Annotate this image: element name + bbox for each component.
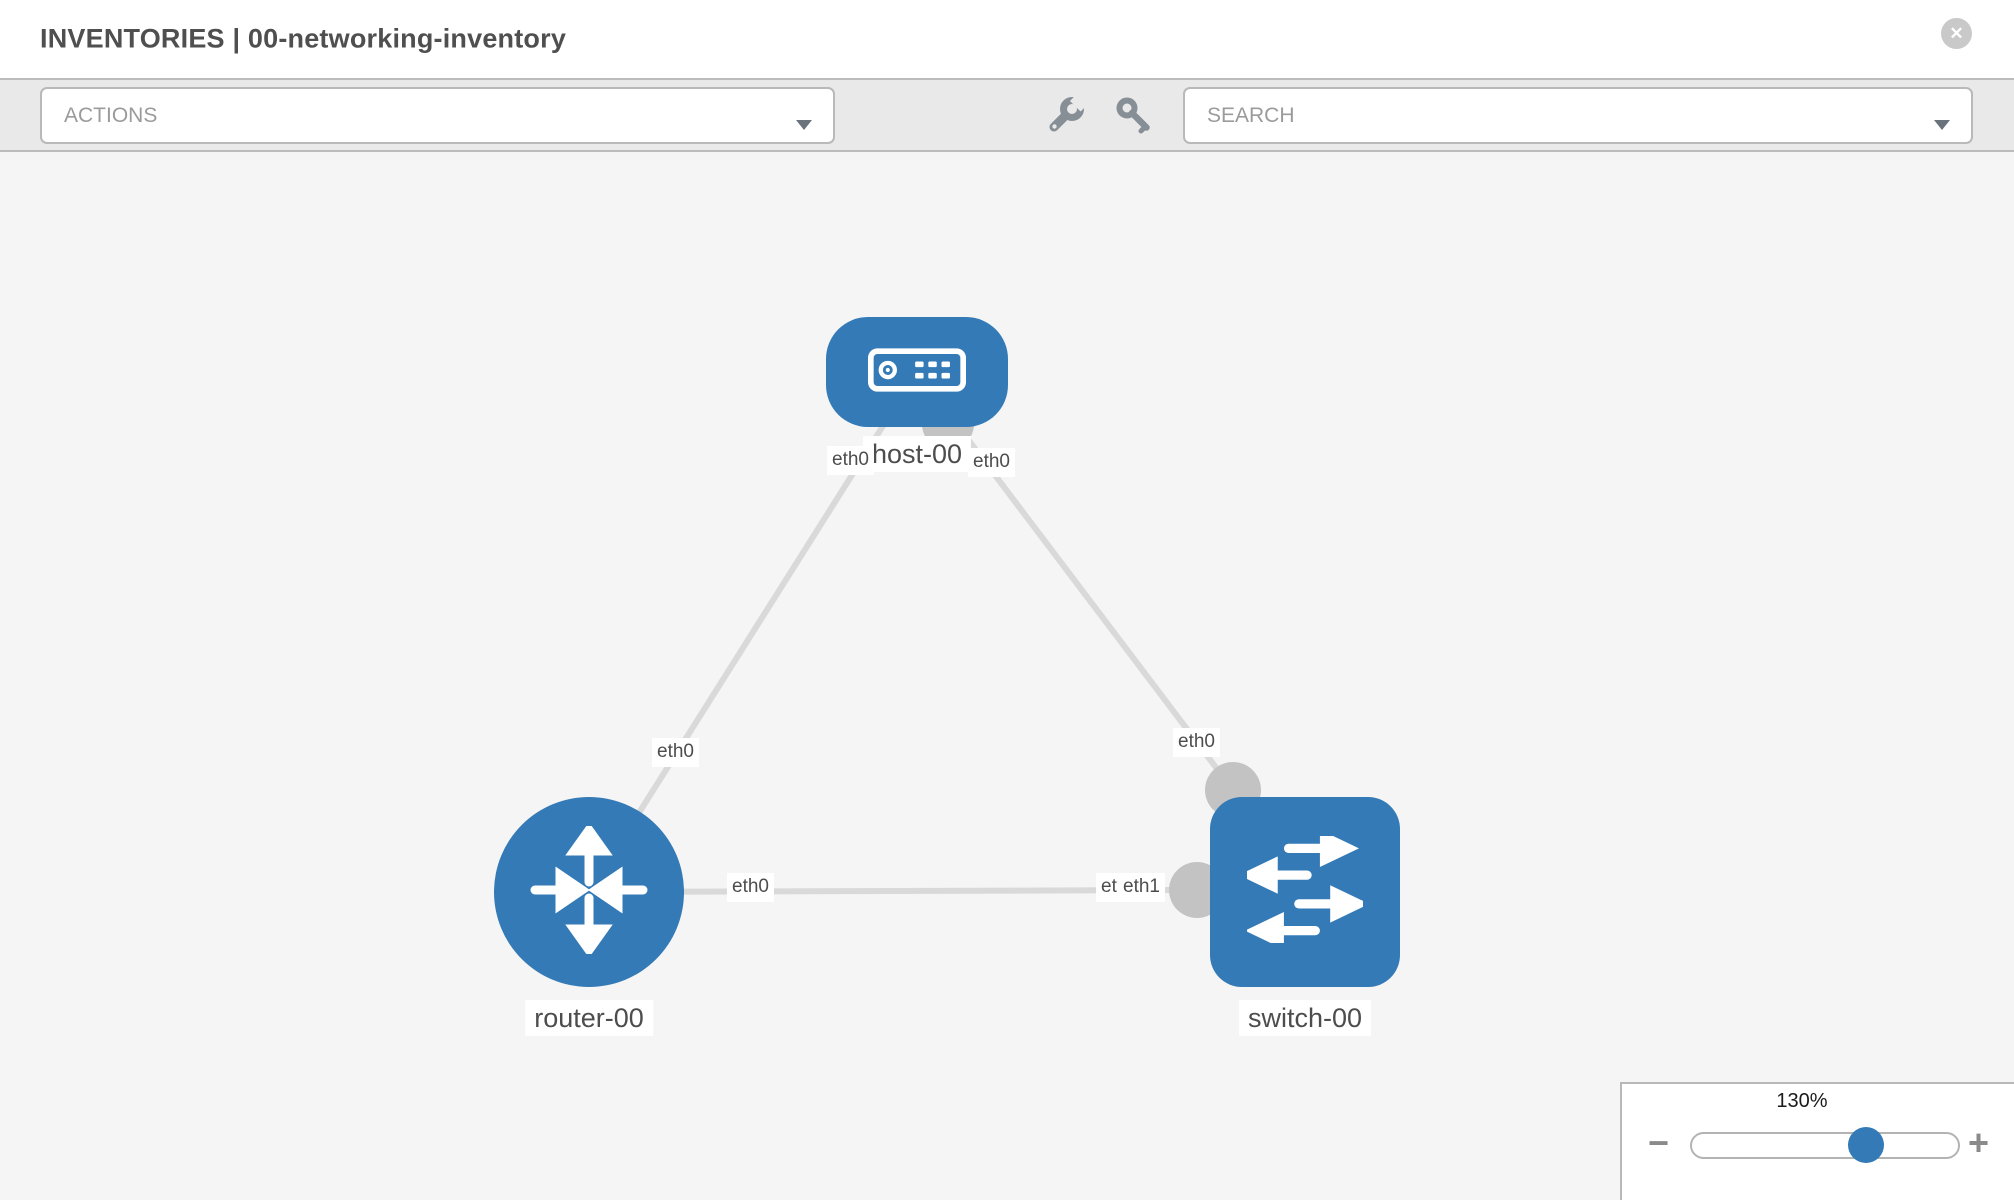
wrench-icon[interactable] <box>1046 92 1090 134</box>
switch-arrows-icon <box>1238 829 1370 950</box>
node-router-00[interactable] <box>494 797 684 987</box>
node-label-switch: switch-00 <box>1238 1000 1372 1037</box>
router-arrows-icon <box>525 821 653 959</box>
toolbar: ACTIONS SEARCH <box>0 78 2014 152</box>
interface-label: eth0 <box>827 446 874 475</box>
node-label-router: router-00 <box>525 1000 653 1037</box>
search-dropdown[interactable]: SEARCH <box>1183 87 1973 144</box>
topology-canvas[interactable]: host-00 router-00 switch-00 eth0 eth0 et… <box>0 152 2014 1200</box>
links-layer <box>586 370 1261 921</box>
interface-label: eth0 <box>1173 728 1220 757</box>
zoom-control-panel: 130% − + <box>1620 1082 2014 1200</box>
node-label-host: host-00 <box>862 436 972 473</box>
node-switch-00[interactable] <box>1210 797 1400 987</box>
zoom-slider-track[interactable] <box>1690 1132 1960 1159</box>
interface-label: eth0 <box>968 448 1015 477</box>
interface-label: eth0 <box>727 873 774 902</box>
chevron-down-icon <box>795 113 813 137</box>
interface-label: eth0 <box>652 738 699 767</box>
actions-dropdown-label: ACTIONS <box>64 103 158 127</box>
search-dropdown-label: SEARCH <box>1207 103 1295 127</box>
header: INVENTORIES | 00-networking-inventory ✕ <box>0 0 2014 78</box>
close-icon[interactable]: ✕ <box>1941 18 1972 49</box>
zoom-out-button[interactable]: − <box>1648 1122 1670 1163</box>
actions-dropdown[interactable]: ACTIONS <box>40 87 835 144</box>
server-icon <box>868 347 966 397</box>
zoom-level-value: 130% <box>1776 1090 1828 1112</box>
chevron-down-icon <box>1933 113 1951 137</box>
key-icon[interactable] <box>1114 96 1152 134</box>
link-router-switch[interactable] <box>588 887 1198 895</box>
interface-label: eth1 <box>1118 873 1165 902</box>
zoom-slider-handle[interactable] <box>1848 1127 1884 1163</box>
page-title: INVENTORIES | 00-networking-inventory <box>40 23 567 54</box>
node-host-00[interactable] <box>826 317 1008 427</box>
zoom-in-button[interactable]: + <box>1968 1122 1990 1163</box>
